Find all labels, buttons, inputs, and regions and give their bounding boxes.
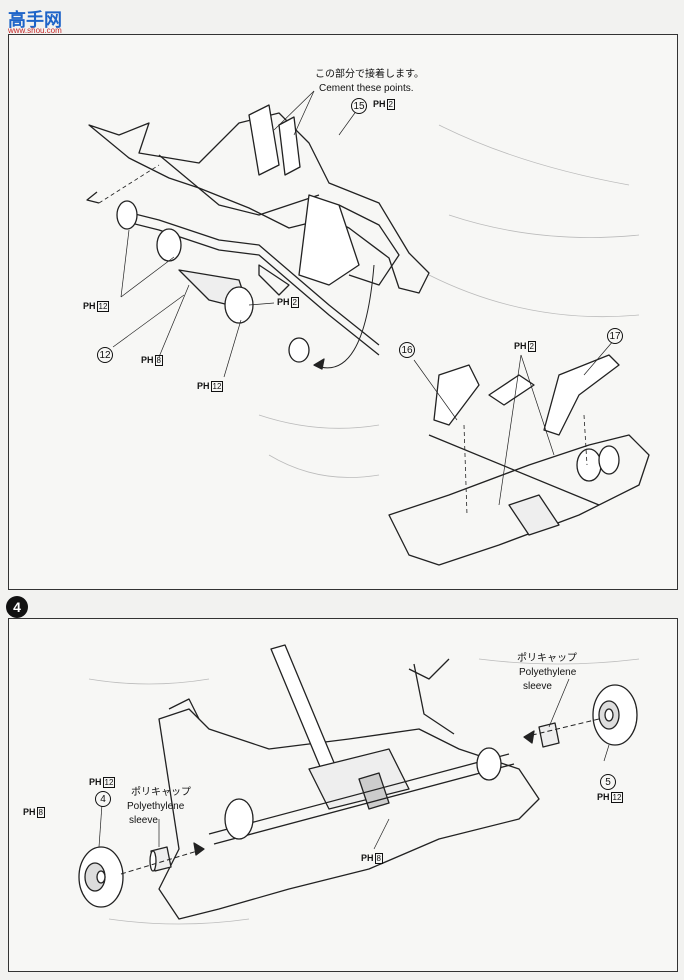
watermark-site: www.shou.com	[8, 26, 62, 35]
sleeve-left-jp: ポリキャップ	[131, 787, 191, 798]
part-number-4: 4	[95, 791, 111, 807]
part-number-17: 17	[607, 328, 623, 344]
watermark-logo: 高手网 www.shou.com	[8, 6, 62, 35]
sleeve-left-en1: Polyethylene	[127, 801, 185, 812]
sleeve-right-en2: sleeve	[523, 681, 552, 692]
cement-note-jp: この部分で接着します。	[315, 69, 424, 80]
cement-note-en: Cement these points.	[319, 83, 414, 94]
sleeve-left-en2: sleeve	[129, 815, 158, 826]
part-number-5: 5	[600, 774, 616, 790]
bottom-assembly-drawing	[78, 644, 640, 925]
sleeve-right-jp: ポリキャップ	[517, 653, 577, 664]
part-number-15: 15	[351, 98, 367, 114]
top-assembly-drawing	[86, 90, 650, 566]
step-number-badge: 4	[6, 596, 28, 618]
part-number-16: 16	[399, 342, 415, 358]
watermark-brand: 高手网	[8, 10, 62, 30]
part-number-12: 12	[97, 347, 113, 363]
sleeve-right-en1: Polyethylene	[519, 667, 577, 678]
